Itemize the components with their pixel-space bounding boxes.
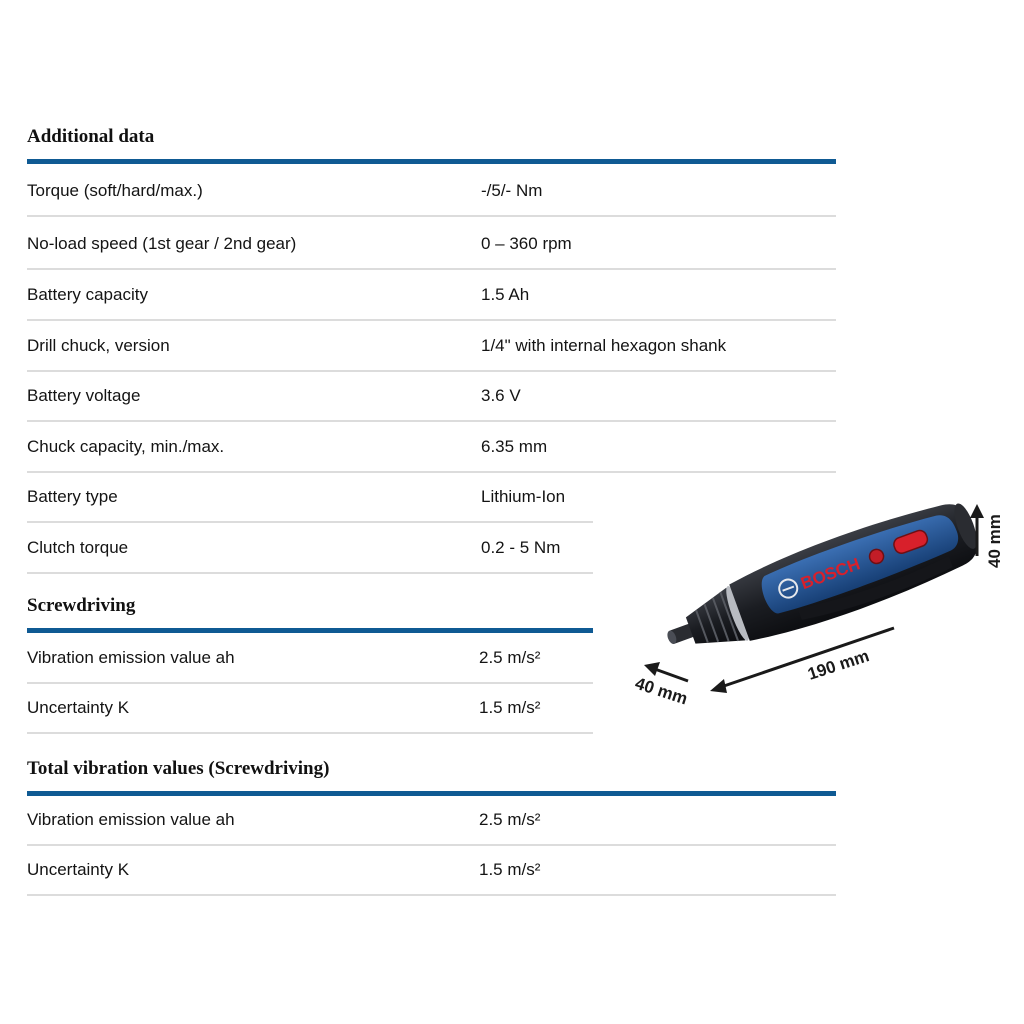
section-title-additional-data: Additional data [27, 126, 155, 147]
height-dimension-label: 40 mm [985, 514, 1004, 568]
spec-row-chuck-capacity: Chuck capacity, min./max. 6.35 mm [27, 423, 836, 473]
spec-row-total-vibration-emission: Vibration emission value ah 2.5 m/s² [27, 796, 836, 846]
spec-label: Vibration emission value ah [27, 648, 235, 667]
spec-label: Battery voltage [27, 386, 141, 405]
spec-row-total-uncertainty: Uncertainty K 1.5 m/s² [27, 846, 836, 896]
spec-label: No-load speed (1st gear / 2nd gear) [27, 234, 297, 253]
spec-value: 0.2 - 5 Nm [481, 538, 561, 557]
spec-value: -/5/- Nm [481, 181, 543, 200]
spec-label: Torque (soft/hard/max.) [27, 181, 203, 200]
spec-value: 1.5 m/s² [479, 860, 541, 879]
spec-row-battery-type: Battery type Lithium-Ion [27, 473, 593, 523]
spec-label: Battery capacity [27, 285, 148, 304]
spec-label: Uncertainty K [27, 698, 130, 717]
screwdriver-illustration: BOSCH 40 mm 190 mm 40 mm [630, 490, 1024, 730]
spec-value: 3.6 V [481, 386, 521, 405]
spec-value: 1.5 m/s² [479, 698, 541, 717]
height-dimension: 40 mm [970, 504, 1004, 568]
spec-label: Vibration emission value ah [27, 810, 235, 829]
spec-value: 2.5 m/s² [479, 648, 541, 667]
spec-label: Drill chuck, version [27, 336, 170, 355]
spec-row-torque: Torque (soft/hard/max.) -/5/- Nm [27, 167, 836, 217]
section-title-screwdriving: Screwdriving [27, 595, 136, 616]
spec-value: 1/4" with internal hexagon shank [481, 336, 727, 355]
spec-row-clutch-torque: Clutch torque 0.2 - 5 Nm [27, 524, 593, 574]
spec-row-no-load-speed: No-load speed (1st gear / 2nd gear) 0 – … [27, 220, 836, 270]
spec-value: 6.35 mm [481, 437, 548, 456]
spec-value: Lithium-Ion [481, 487, 566, 506]
spec-row-drill-chuck: Drill chuck, version 1/4" with internal … [27, 322, 836, 372]
spec-value: 1.5 Ah [481, 285, 530, 304]
section-rule [27, 159, 836, 164]
section-rule [27, 791, 836, 796]
spec-row-vibration-emission: Vibration emission value ah 2.5 m/s² [27, 634, 593, 684]
spec-row-uncertainty: Uncertainty K 1.5 m/s² [27, 684, 593, 734]
spec-label: Clutch torque [27, 538, 129, 557]
length-dimension-label: 190 mm [805, 646, 871, 684]
spec-label: Chuck capacity, min./max. [27, 437, 225, 456]
spec-value: 2.5 m/s² [479, 810, 541, 829]
section-rule [27, 628, 593, 633]
spec-value: 0 – 360 rpm [481, 234, 572, 253]
spec-label: Uncertainty K [27, 860, 130, 879]
screwdriver-tool-icon: BOSCH [667, 503, 977, 645]
width-dimension: 40 mm [633, 662, 690, 708]
spec-row-battery-capacity: Battery capacity 1.5 Ah [27, 271, 836, 321]
screwdriver-svg: BOSCH 40 mm 190 mm 40 mm [633, 503, 1004, 708]
spec-label: Battery type [27, 487, 118, 506]
section-title-total-vibration: Total vibration values (Screwdriving) [27, 758, 330, 779]
spec-row-battery-voltage: Battery voltage 3.6 V [27, 372, 836, 422]
